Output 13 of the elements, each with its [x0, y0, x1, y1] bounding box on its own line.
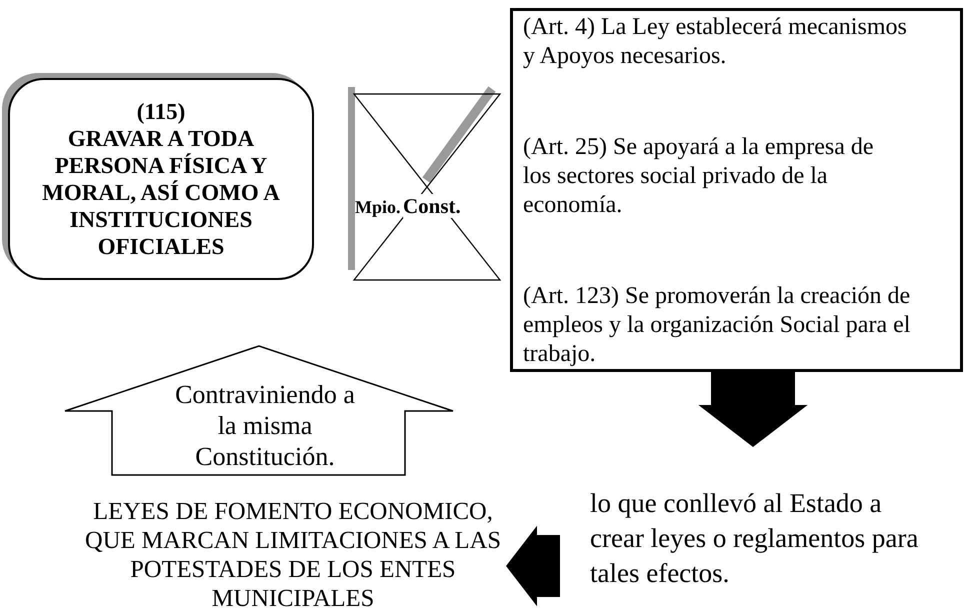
box-heading: (115)	[136, 98, 186, 125]
shape-label: Const.	[403, 194, 461, 218]
paragraph: (Art. 4) La Ley establecerá mecanismos y Apoyos necesarios.	[523, 13, 908, 71]
text-panel	[510, 8, 963, 372]
text-block-content: lo que conllevó al Estado a crear leyes o reglamentos para tales efectos.	[590, 486, 920, 590]
up-arrow-shape	[64, 345, 454, 476]
block-arrow	[698, 372, 808, 447]
shape-text: Contraviniendo a la misma Constitución.	[175, 379, 355, 472]
block-arrow	[506, 526, 560, 606]
paragraph: (Art. 123) Se promoverán la creación de empleos y la organización Social para el trabajo.	[523, 282, 912, 369]
paragraph: (Art. 25) Se apoyará a la empresa de los sectores social privado de la economía.	[523, 133, 875, 220]
text-block-content: LEYES DE FOMENTO ECONOMICO, QUE MARCAN LIMITACIONES A LAS POTESTADES DE LOS ENTES MUNICIPALES	[84, 496, 502, 612]
box-text: GRAVAR A TODA PERSONA FÍSICA Y MORAL, ASÍ COMO A INSTITUCIONES OFICIALES	[41, 125, 281, 260]
